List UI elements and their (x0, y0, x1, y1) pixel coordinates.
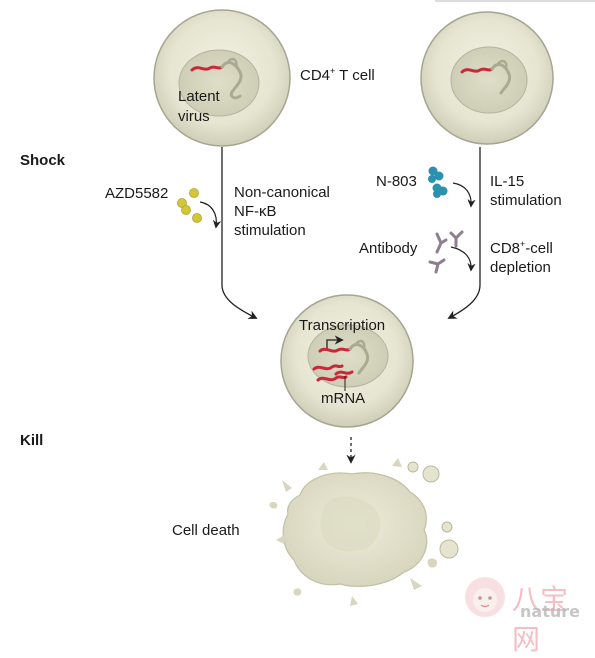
cd8-line2: depletion (490, 259, 551, 276)
azd5582-label: AZD5582 (105, 185, 169, 202)
n803-molecules (428, 166, 448, 198)
stage-label-kill: Kill (20, 432, 44, 449)
noncanonical-line2: NF-κB (234, 203, 277, 220)
latent-virus-label: Latent virus (178, 87, 220, 127)
noncanonical-line1: Non-canonical (234, 184, 330, 201)
noncanonical-nfkb-label: Non-canonical NF-κB stimulation (234, 183, 330, 240)
watermark-logo (465, 577, 505, 617)
cd8-line1: CD8+-cell (490, 239, 553, 258)
mrna-strand-1 (312, 364, 344, 371)
antibody-label: Antibody (359, 240, 418, 257)
apoptotic-body-3 (441, 521, 453, 533)
cd4-t-cell-right (420, 11, 554, 145)
il15-stimulation-label: IL-15 stimulation (490, 172, 562, 210)
apoptotic-body-2 (422, 465, 440, 483)
n803-curved-arrow (452, 182, 476, 208)
left-pathway-arrow (221, 147, 258, 319)
transcription-arrow-icon (326, 335, 344, 350)
azd5582-molecules (177, 188, 202, 223)
n803-label: N-803 (376, 173, 417, 190)
transcription-label: Transcription (299, 317, 386, 334)
cd4-main: CD4 (300, 67, 331, 84)
cell-death-label: Cell death (172, 522, 240, 539)
noncanonical-line3: stimulation (234, 222, 306, 239)
cd4-rest: T cell (335, 67, 375, 84)
latent-virus-label-line2: virus (178, 108, 210, 125)
il15-line2: stimulation (490, 192, 562, 209)
apoptotic-body-4 (439, 539, 459, 559)
stage-label-shock: Shock (20, 152, 66, 169)
mrna-strand-3 (334, 370, 354, 376)
shock-and-kill-diagram (153, 0, 595, 617)
mrna-label: mRNA (321, 390, 366, 407)
cd8-sup: + (520, 239, 526, 249)
cd4-sup: + (330, 66, 336, 76)
right-pathway-arrow (447, 147, 481, 319)
cd8-rest: -cell (525, 240, 553, 257)
antibody-molecules (428, 230, 464, 274)
antibody-curved-arrow (450, 246, 476, 272)
il15-line1: IL-15 (490, 173, 525, 190)
azd5582-curved-arrow (199, 201, 222, 229)
mrna-strand-2 (316, 375, 348, 382)
dead-cell-debris (269, 458, 459, 606)
provirus-red-strand (318, 347, 352, 353)
latent-virus-red-strand (190, 65, 224, 72)
cd8-main: CD8 (490, 240, 521, 257)
apoptotic-body-1 (407, 461, 419, 473)
cd4-t-cell-latent (153, 9, 291, 147)
cd4-t-cell-label: CD4+ T cell (300, 66, 375, 85)
watermark-site-text: nature (520, 602, 580, 621)
activated-cd4-cell (280, 294, 414, 428)
latent-virus-label-line1: Latent (178, 88, 220, 105)
latent-virus-gray-strand (220, 61, 243, 100)
right-virus-red-strand (460, 67, 494, 74)
cd8-depletion-label: CD8+-cell depletion (490, 239, 553, 277)
